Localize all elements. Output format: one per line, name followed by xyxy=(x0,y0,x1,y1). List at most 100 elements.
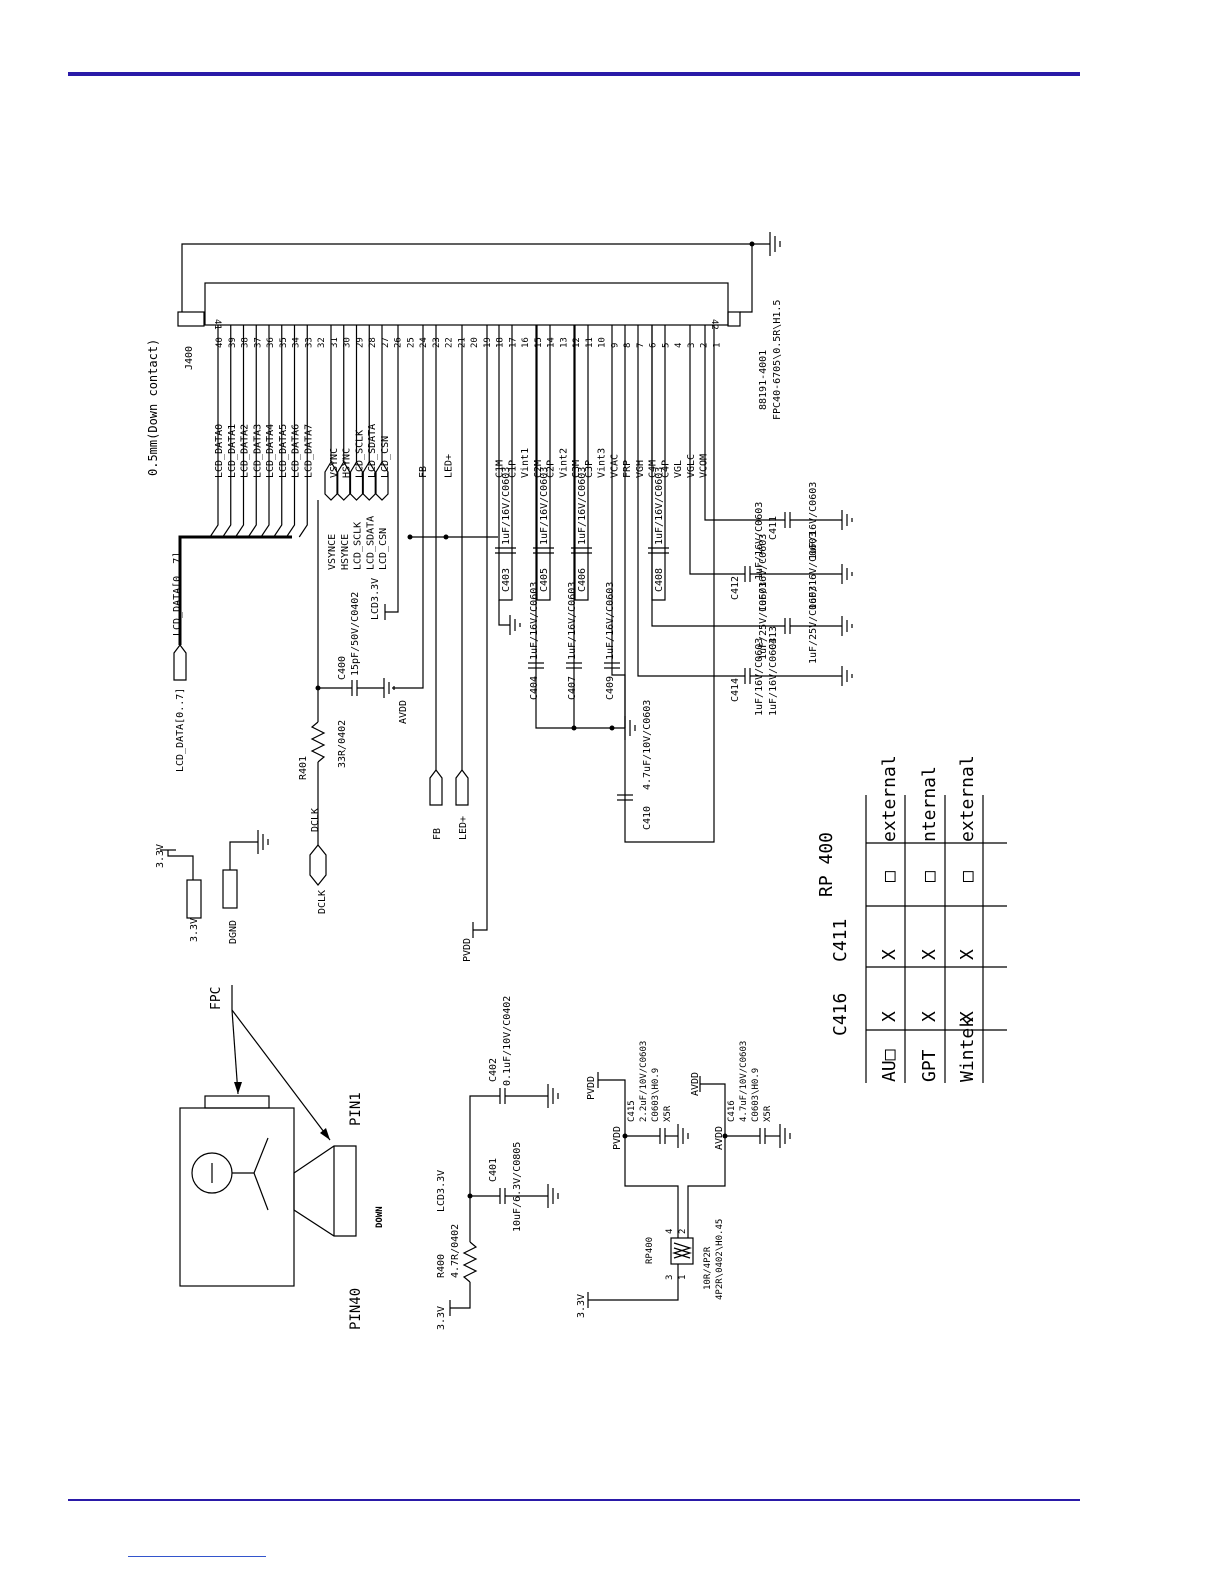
right-capacitors: C411 1uF/16V/C0603 1uF/16V/C0603 C412 1u… xyxy=(637,325,853,716)
c413-value-alt: 1uF/25V/C0603 xyxy=(758,582,769,660)
c410-value: 4.7uF/10V/C0603 xyxy=(642,700,653,790)
mount-pad-left xyxy=(177,311,205,327)
c416-value: 4.7uF/10V/C0603 xyxy=(739,1041,749,1122)
footer-link-underline xyxy=(128,1556,266,1557)
connector-signal-label: C3M xyxy=(571,460,582,478)
c412-value: 1uF/16V/C0603 xyxy=(758,534,769,612)
lcd-data-bus: LCD_DATA[0..7] LCD_DATA[0..7] xyxy=(172,535,292,772)
sync-port-shape xyxy=(337,460,351,501)
rp400-pin4: 4 xyxy=(665,1229,675,1234)
bus-entry-line xyxy=(209,325,219,538)
fb-led-nets: FB LED+ xyxy=(392,325,498,840)
connector-pin-number: 4 xyxy=(674,343,684,348)
charge-pump-capacitors: C4031uF/16V/C0603C4051uF/16V/C0603C4061u… xyxy=(495,325,669,635)
connector-signal-label: LCD_CSN xyxy=(380,436,391,478)
connector-pin-number: 25 xyxy=(406,337,416,348)
sync-port-shape xyxy=(324,460,338,501)
bus-entry-line xyxy=(247,325,257,538)
sync-port-shape xyxy=(349,460,364,501)
c409-ref: C409 xyxy=(605,676,616,700)
table-cell-c411: X xyxy=(919,949,940,960)
connector-ref: J400 xyxy=(184,346,195,370)
connector-pin-number: 10 xyxy=(598,337,608,348)
c408-ref: C408 xyxy=(654,568,665,592)
connector-signal-label: VGH xyxy=(635,460,646,478)
table-cell-c411: X xyxy=(879,949,900,960)
table-header-c411: C411 xyxy=(830,919,851,962)
connector-pin-number: 3 xyxy=(687,343,697,348)
dclk-net-label: DCLK xyxy=(310,808,321,832)
mount-label-left: 41 xyxy=(212,319,222,330)
connector-pins: 40LCD_DATA039LCD_DATA138LCD_DATA237LCD_D… xyxy=(209,325,722,538)
c413-ref: C413 xyxy=(768,626,779,650)
connector-pin-number: 30 xyxy=(343,337,353,348)
c415-dielectric: X5R xyxy=(663,1105,673,1122)
c412-value-alt: 1uF/16V/C0603 xyxy=(808,532,819,610)
dclk-port-label: DCLK xyxy=(317,890,328,914)
connector-signal-label: VCAC xyxy=(609,454,620,478)
led-port-arrow xyxy=(455,769,469,806)
connector-signal-label: C4P xyxy=(660,460,671,478)
c410-ref: C410 xyxy=(642,806,653,830)
connector-signal-label: C2P xyxy=(546,460,557,478)
ground-symbol xyxy=(509,615,521,635)
connector-signal-label: C3P xyxy=(584,460,595,478)
r400-value: 4.7R/0402 xyxy=(450,1224,461,1278)
resistor-r400 xyxy=(462,1241,478,1283)
connector-pin-number: 8 xyxy=(623,343,633,348)
bus-net-label: LCD_DATA[0..7] xyxy=(172,552,183,636)
bus-entry-line xyxy=(235,325,245,538)
rp400-pin2: 2 xyxy=(678,1229,688,1234)
table-rows: AU□XX□externalGPTXX□nternalWintekXX□exte… xyxy=(879,755,978,1082)
sync-port-label: LCD_SDATA xyxy=(365,516,376,570)
vendor-option-table: C416 C411 RP 400 AU□XX□externalGPTXX□nte… xyxy=(816,755,1007,1083)
c414-ref: C414 xyxy=(730,678,741,702)
panel-tab xyxy=(204,1095,270,1109)
c411-value: 1uF/16V/C0603 xyxy=(754,502,765,580)
table-cell-rp400: □ xyxy=(919,871,940,882)
connector-pin-number: 37 xyxy=(253,337,263,348)
connector-part-number: 88191-4001 xyxy=(758,350,769,410)
pad-3v3 xyxy=(186,879,202,919)
mount-label-right: 42 xyxy=(709,319,719,330)
connector-signal-label: LCD_SCLK xyxy=(354,430,365,478)
rp400-pin3: 3 xyxy=(665,1275,675,1280)
connector-pin-number: 11 xyxy=(585,337,595,348)
avdd-label: AVDD xyxy=(398,700,409,724)
pin40-label: PIN40 xyxy=(348,1288,364,1330)
lcd33-label-b: LCD3.3V xyxy=(436,1170,447,1212)
connector-signal-label: Vint1 xyxy=(520,448,531,478)
connector-pin-number: 19 xyxy=(483,337,493,348)
v33-label: 3.3V xyxy=(155,844,166,868)
connector-signal-label: LCD_DATA2 xyxy=(240,424,251,478)
c402-value: 0.1uF/10V/C0402 xyxy=(502,996,513,1086)
pump-cap-loop xyxy=(574,325,589,601)
c415-package: C0603\H0.9 xyxy=(651,1068,661,1122)
bus-entry-line xyxy=(260,325,270,538)
pvdd-label-a: PVDD xyxy=(586,1076,597,1100)
connector-pin-number: 17 xyxy=(508,337,518,348)
rp400-ref: RP400 xyxy=(645,1237,655,1264)
connector-signal-label: VGL xyxy=(673,460,684,478)
v33-label-b: 3.3V xyxy=(436,1306,447,1330)
c415-ref: C415 xyxy=(627,1100,637,1122)
c404-value: 1uF/16V/C0603 xyxy=(529,582,540,660)
header-rule xyxy=(68,72,1080,76)
connector-pin-number: 5 xyxy=(661,343,671,348)
pad-dgnd xyxy=(222,869,238,909)
r400-ref: R400 xyxy=(436,1254,447,1278)
table-cell-c416: X xyxy=(879,1011,900,1022)
avdd-label-a: AVDD xyxy=(690,1072,701,1096)
c401-value: 10uF/6.3V/C0805 xyxy=(512,1142,523,1232)
connector-pin-number: 22 xyxy=(445,337,455,348)
connector-pin-number: 38 xyxy=(241,337,251,348)
connector-pin-number: 6 xyxy=(649,343,659,348)
c411-value-alt: 1uF/16V/C0603 xyxy=(808,482,819,560)
connector-pin-number: 7 xyxy=(636,343,646,348)
connector-pin-number: 12 xyxy=(572,337,582,348)
connector-signal-label: LCD_DATA1 xyxy=(227,424,238,478)
connector-signal-label: LCD_DATA4 xyxy=(265,424,276,478)
c403-value: 1uF/16V/C0603 xyxy=(501,467,512,545)
connector-signal-label: LCD_DATA6 xyxy=(291,424,302,478)
